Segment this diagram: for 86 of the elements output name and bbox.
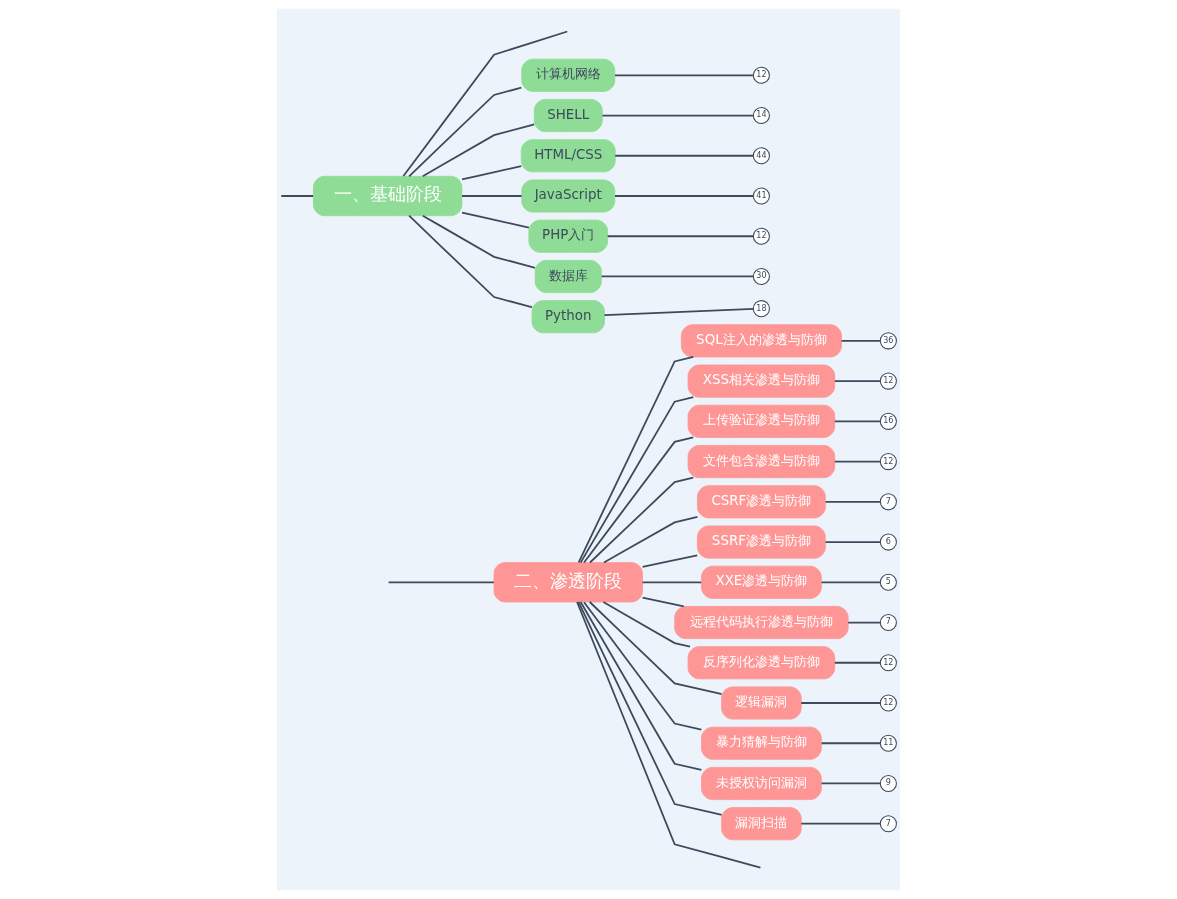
connector [583, 436, 695, 564]
connector [603, 308, 755, 317]
connector [421, 214, 536, 269]
connector [589, 476, 695, 564]
node-box: 未授权访问漏洞 [701, 766, 822, 801]
node-box: 远程代码执行渗透与防御 [674, 606, 849, 640]
connector [579, 396, 695, 564]
connector [588, 601, 723, 695]
connector [824, 541, 882, 543]
node-box: 文件包含渗透与防御 [687, 445, 836, 479]
connector [600, 275, 754, 278]
node-box: SSRF渗透与防御 [697, 525, 826, 559]
connector [579, 601, 703, 771]
node-circle: 12 [879, 372, 897, 390]
connector [577, 356, 695, 564]
node-circle: 6 [879, 533, 897, 551]
node-circle: 14 [752, 106, 770, 125]
node-box: 逻辑漏洞 [721, 686, 802, 720]
connector [583, 601, 703, 731]
node-circle: 36 [879, 332, 897, 350]
node-box: 一、基础阶段 [312, 175, 463, 217]
node-circle: 30 [752, 267, 770, 286]
connector [833, 460, 882, 463]
connector [614, 154, 755, 157]
connector [602, 601, 691, 648]
connector [800, 822, 881, 825]
node-box: CSRF渗透与防御 [697, 485, 826, 519]
connector [641, 581, 703, 584]
node-box: 上传验证渗透与防御 [687, 404, 836, 438]
connector [601, 114, 755, 117]
node-box: 计算机网络 [521, 58, 616, 92]
connector [387, 581, 495, 584]
connector [614, 74, 755, 77]
connector [421, 123, 536, 178]
connector [606, 235, 755, 238]
connector [641, 596, 685, 608]
connector [833, 661, 882, 664]
node-box: 二、渗透阶段 [493, 562, 643, 603]
connector [461, 165, 523, 181]
connector [577, 601, 723, 816]
node-circle: 7 [879, 493, 897, 511]
connector [408, 86, 523, 178]
node-circle: 7 [879, 613, 897, 632]
connector [603, 516, 699, 564]
node-box: SQL注入的渗透与防御 [680, 324, 842, 358]
node-circle: 11 [879, 734, 897, 752]
node-circle: 12 [879, 694, 897, 712]
connector [840, 339, 881, 342]
connector [820, 742, 882, 745]
connector [641, 554, 699, 568]
connector [280, 195, 315, 197]
node-circle: 44 [752, 147, 770, 165]
node-circle: 9 [879, 774, 897, 793]
node-box: 反序列化渗透与防御 [687, 646, 836, 680]
node-circle: 12 [752, 227, 770, 245]
node-circle: 12 [879, 654, 897, 672]
connector [461, 211, 530, 229]
node-box: PHP入门 [528, 219, 609, 253]
connector [800, 702, 881, 704]
connector [847, 621, 882, 624]
node-circle: 12 [879, 453, 897, 471]
connector [408, 214, 533, 309]
node-box: 数据库 [534, 259, 602, 293]
node-box: Python [531, 300, 605, 334]
connector [614, 195, 755, 197]
node-circle: 12 [752, 66, 770, 84]
node-box: HTML/CSS [520, 139, 616, 173]
node-circle: 16 [879, 412, 897, 430]
connector [820, 581, 882, 584]
node-circle: 18 [752, 300, 770, 318]
connector [833, 380, 882, 382]
node-circle: 5 [879, 573, 897, 591]
node-box: 暴力猜解与防御 [701, 726, 822, 760]
connector [576, 601, 762, 869]
node-box: SHELL [533, 98, 603, 133]
node-circle: 41 [752, 187, 770, 205]
connector [824, 500, 882, 503]
node-box: JavaScript [521, 179, 616, 213]
node-circle: 7 [879, 815, 897, 833]
node-box: XSS相关渗透与防御 [687, 364, 836, 398]
connector [833, 420, 882, 423]
connector [402, 30, 569, 177]
node-box: 漏洞扫描 [721, 807, 802, 841]
connector [820, 782, 882, 785]
connector [461, 195, 523, 197]
node-box: XXE渗透与防御 [701, 565, 822, 599]
